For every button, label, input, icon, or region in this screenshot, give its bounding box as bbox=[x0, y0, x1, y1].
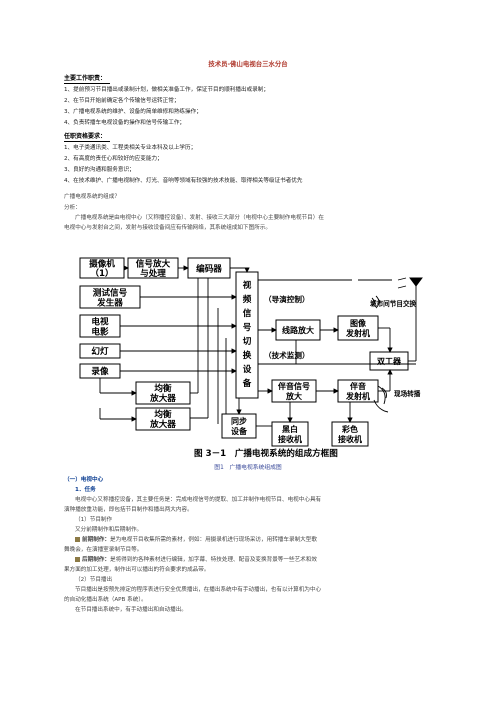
eq-amp-label-2: 放大器 bbox=[149, 418, 176, 430]
paragraph-line: （1）节目制作 bbox=[75, 517, 113, 523]
test-signal-label: 测试信号 bbox=[93, 287, 128, 299]
post-production-text: 是将得到的各种素材进行编辑，加字幕、特技处理、配音及变换背景等一些艺术和效 bbox=[109, 557, 317, 563]
paragraph-line: （2）节目播出 bbox=[75, 577, 113, 583]
bw-receiver-label: 接收机 bbox=[278, 434, 302, 444]
camera-label: 摄像机 bbox=[89, 258, 115, 270]
eq-amp-label-1: 放大器 bbox=[149, 392, 176, 404]
pre-production-label: 前期制作： bbox=[82, 537, 110, 543]
switcher-char: 备 bbox=[242, 377, 252, 389]
switcher-char: 设 bbox=[243, 363, 252, 375]
requirement-item: 1、电子类通讯类、工程类相关专业本科及以上学历； bbox=[64, 145, 197, 151]
director-control-label: （导演控制） bbox=[264, 294, 310, 304]
switcher-char: 信 bbox=[243, 307, 252, 319]
color-receiver-label: 接收机 bbox=[338, 434, 362, 444]
question-text: 广播电视系统的组成？ bbox=[64, 194, 120, 200]
sub-task-heading: 1．任务 bbox=[75, 487, 96, 493]
paragraph-line: 在节目播出系统中，有手动播出和自动播出。 bbox=[75, 607, 187, 613]
paragraph-line: 节目播出是按预先排定的程序表进行安全优质播出，在播出系统中有手动播出，也有以计算… bbox=[75, 587, 322, 593]
section-tv-center: （一）电视中心 bbox=[64, 477, 104, 483]
image-tx-label: 图像 bbox=[350, 318, 367, 328]
duty-item: 2、在节目开始前确定各个传输信号运转正常； bbox=[64, 98, 180, 104]
duty-item: 3、广播电视系统的维护、设备的简单维修和熟练操作； bbox=[64, 109, 202, 115]
switcher-char: 频 bbox=[243, 293, 252, 305]
paragraph-line: 电视中心又称播控设备，其主要任务是：完成电视信号的提取、加工并制作电视节目、电视… bbox=[75, 497, 322, 503]
paragraph-line: 又分前期制作和后期制作。 bbox=[75, 527, 143, 533]
technical-monitor-label: （技术监测） bbox=[264, 350, 310, 360]
film-label: 电视 bbox=[91, 316, 109, 328]
slide-label: 幻灯 bbox=[91, 345, 109, 357]
requirement-item: 2、有高度的责任心和较好的应变能力； bbox=[64, 156, 163, 162]
requirement-item: 3、良好的沟通和服务意识； bbox=[64, 167, 135, 173]
audio-amp-label: 放大 bbox=[285, 391, 302, 401]
line-amp-label: 线路放大 bbox=[282, 325, 314, 335]
audio-tx-label: 发射机 bbox=[345, 391, 370, 401]
amp-label: 与处理 bbox=[140, 267, 166, 279]
paragraph-line: 广播电视系统是由电视中心（又称播控设备）、发射、接收三大部分（电视中心主要制作电… bbox=[75, 215, 324, 221]
figure-caption: 图1 广播电视系统组成图 bbox=[214, 465, 282, 471]
switcher-char: 号 bbox=[243, 322, 252, 333]
doc-title: 技术员-佛山电视台三水分台 bbox=[208, 60, 288, 68]
switcher-char: 换 bbox=[243, 349, 252, 361]
duty-item: 4、负责转播车电视设备的操作和信号传输工作； bbox=[64, 120, 186, 126]
section-duties-heading: 主要工作职责： bbox=[64, 75, 107, 82]
image-tx-label: 发射机 bbox=[345, 328, 370, 338]
vtr-label: 录像 bbox=[91, 365, 109, 377]
duty-item: 1、提前预习节目播出或录制计划，做相关准备工作，保证节目的顺利播出或录制； bbox=[64, 87, 269, 93]
analysis-label: 分析： bbox=[64, 205, 81, 211]
paragraph-line: 果方面的加工处理，制作出可以播出的符合要求的成品带。 bbox=[64, 567, 210, 573]
bullet-marker bbox=[75, 557, 80, 562]
paragraph-line: 的自动化播出系统（APB 系统）。 bbox=[64, 597, 147, 603]
broadcast-system-diagram: 摄像机 （1） 信号放大 与处理 编码器 测试信号 发生器 电视 电影 幻灯 录… bbox=[79, 257, 423, 459]
heading-underline bbox=[64, 83, 110, 84]
post-production-label: 后期制作： bbox=[82, 557, 110, 563]
camera-label: （1） bbox=[90, 268, 113, 279]
sync-label: 同步 bbox=[231, 416, 247, 426]
bw-receiver-label: 黑白 bbox=[282, 424, 298, 434]
audio-tx-label: 伴音 bbox=[349, 381, 366, 391]
section-requirements-heading: 任职资格要求： bbox=[64, 133, 107, 140]
requirement-item: 4、在技术维护、广播电视制作、灯光、音响等领域有较强的技术技能、取得相关等级证书… bbox=[64, 178, 303, 184]
film-label: 电影 bbox=[91, 326, 109, 338]
field-relay-label: 现场转播 bbox=[394, 389, 421, 398]
amp-label: 信号放大 bbox=[136, 258, 171, 270]
city-exchange-label: 城市间节目交换 bbox=[370, 299, 417, 308]
encoder-label: 编码器 bbox=[196, 263, 222, 275]
switcher-char: 视 bbox=[243, 279, 252, 291]
color-receiver-label: 彩色 bbox=[341, 424, 358, 434]
bullet-marker bbox=[75, 537, 80, 542]
paragraph-line: 后期制作：是将得到的各种素材进行编辑，加字幕、特技处理、配音及变换背景等一些艺术… bbox=[75, 557, 317, 564]
audio-amp-label: 伴音信号 bbox=[277, 381, 310, 391]
eq-amp-label-1: 均衡 bbox=[154, 382, 172, 394]
diplexer-label: 双工器 bbox=[377, 357, 402, 366]
paragraph-line: 电视中心与发射台之间，发射与接收设备间应有传输网络，其系统组成如下图所示。 bbox=[64, 225, 271, 231]
test-signal-label: 发生器 bbox=[96, 297, 123, 309]
heading-underline bbox=[64, 141, 110, 142]
eq-amp-label-2: 均衡 bbox=[154, 408, 172, 420]
paragraph-line: 舞晚会，在演播室录制节目等。 bbox=[64, 547, 143, 553]
figure-title: 图 3－1 广播电视系统的组成方框图 bbox=[194, 447, 338, 459]
switcher-char: 切 bbox=[243, 336, 252, 347]
paragraph-line: 前期制作：是为电视节目收集所需的素材，例如：用摄录机进行现场采访，用转播车录制大… bbox=[75, 537, 317, 544]
sync-label: 设备 bbox=[231, 426, 248, 436]
pre-production-text: 是为电视节目收集所需的素材，例如：用摄录机进行现场采访，用转播车录制大型歌 bbox=[109, 537, 317, 543]
paragraph-line: 演种播放重功能，即包括节目制作和播出两大内容。 bbox=[64, 507, 193, 513]
